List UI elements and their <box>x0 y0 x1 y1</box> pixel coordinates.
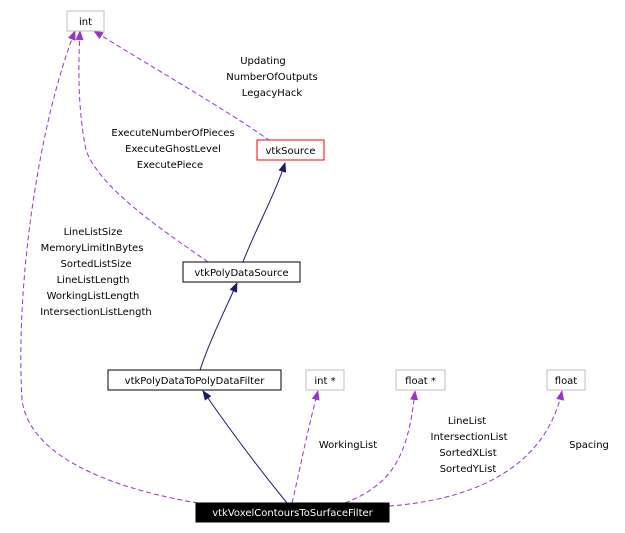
label-group-voxel-floatptr: LineList IntersectionList SortedXList So… <box>431 416 508 475</box>
edge-label: SortedListSize <box>60 259 131 270</box>
edge-label: WorkingListLength <box>47 291 140 302</box>
edge-label: MemoryLimitInBytes <box>41 243 144 254</box>
edge-label: LineListLength <box>57 275 130 286</box>
edge-label: SortedYList <box>440 464 497 475</box>
node-label: vtkPolyDataToPolyDataFilter <box>125 376 266 387</box>
label-group-voxel-float: Spacing <box>569 440 609 451</box>
node-float-pointer[interactable]: float * <box>395 369 446 391</box>
edge-label: LineListSize <box>64 227 123 238</box>
node-int[interactable]: int <box>66 10 105 32</box>
label-group-polysource-int: ExecuteNumberOfPieces ExecuteGhostLevel … <box>111 128 234 171</box>
edge-label: NumberOfOutputs <box>226 72 318 83</box>
node-label: vtkSource <box>266 146 316 157</box>
edge-voxelfilter-to-float <box>388 390 565 507</box>
edge-label: LegacyHack <box>242 88 303 99</box>
edge-label: IntersectionList <box>431 432 508 443</box>
node-int-pointer[interactable]: int * <box>305 369 345 391</box>
node-vtksource[interactable]: vtkSource <box>256 139 325 161</box>
edge-vtksource-to-int <box>93 30 271 142</box>
node-label: float * <box>405 376 436 387</box>
edge-label: Updating <box>240 56 286 67</box>
node-label: float <box>555 376 578 387</box>
node-vtkpolydatasource[interactable]: vtkPolyDataSource <box>182 261 301 283</box>
edge-label: ExecuteGhostLevel <box>125 144 221 155</box>
label-group-voxel-intptr: WorkingList <box>319 440 377 451</box>
node-vtkvoxelcontourstosurfacefilter[interactable]: vtkVoxelContoursToSurfaceFilter <box>195 502 390 523</box>
node-label: vtkVoxelContoursToSurfaceFilter <box>212 508 373 519</box>
edge-voxelfilter-to-intptr <box>291 390 320 504</box>
edge-vtkpolydatasource-to-vtksource <box>242 162 287 263</box>
node-label: vtkPolyDataSource <box>194 268 288 279</box>
edge-label: ExecutePiece <box>137 160 203 171</box>
edge-vtkpolydatasource-to-int <box>75 30 209 263</box>
node-float[interactable]: float <box>546 369 586 391</box>
node-label: int <box>79 17 92 28</box>
node-vtkpolydatatopolydatafilter[interactable]: vtkPolyDataToPolyDataFilter <box>107 369 282 391</box>
edge-label: WorkingList <box>319 440 377 451</box>
edge-label: ExecuteNumberOfPieces <box>111 128 234 139</box>
label-group-voxel-int: LineListSize MemoryLimitInBytes SortedLi… <box>40 227 151 318</box>
edge-voxelfilter-to-polyfilter <box>202 390 288 504</box>
label-group-vtksource-int: Updating NumberOfOutputs LegacyHack <box>226 56 318 99</box>
edge-label: SortedXList <box>439 448 496 459</box>
edge-label: LineList <box>448 416 486 427</box>
node-label: int * <box>314 376 335 387</box>
edge-label: IntersectionListLength <box>40 307 151 318</box>
edge-voxelfilter-to-int <box>20 30 199 504</box>
edge-polyfilter-to-vtkpolydatasource <box>199 282 238 371</box>
edge-label: Spacing <box>569 440 609 451</box>
